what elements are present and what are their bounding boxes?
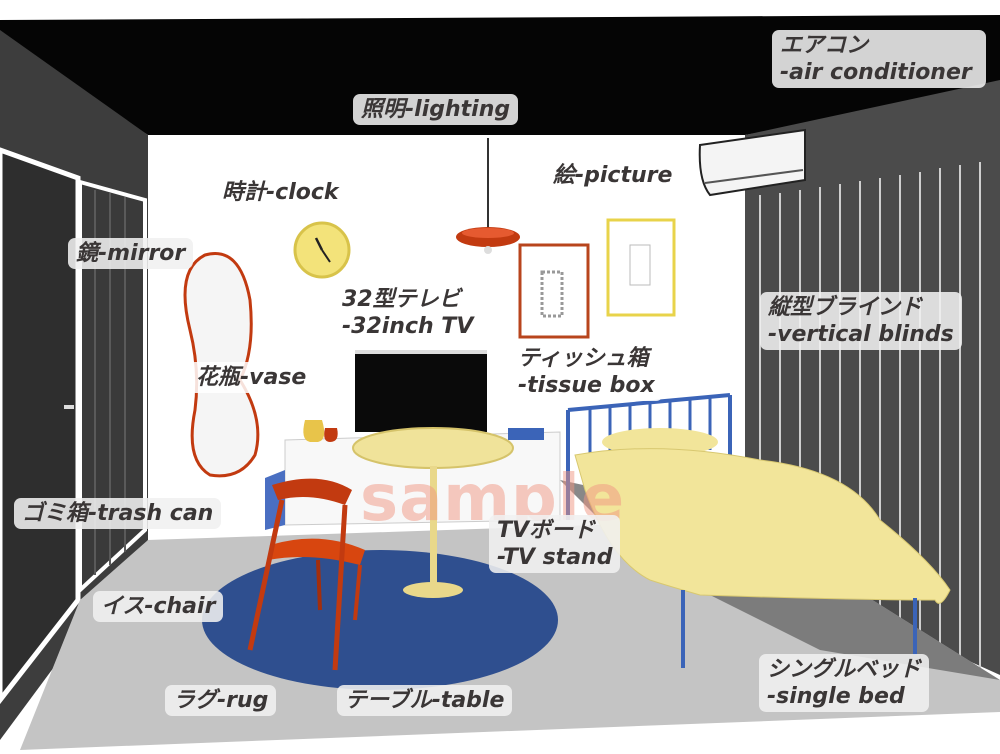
- table: [352, 427, 514, 598]
- label-trash-can: ゴミ箱-trash can: [14, 498, 222, 529]
- chair: [247, 478, 365, 671]
- door: [0, 147, 81, 705]
- label-tissue-box: ティッシュ箱 -tissue box: [510, 343, 663, 401]
- air-conditioner: [698, 128, 806, 197]
- pendant-light: [456, 138, 520, 254]
- label-tv: 32型テレビ -32inch TV: [334, 284, 482, 342]
- label-picture: 絵-picture: [545, 160, 681, 191]
- label-air-conditioner: エアコン -air conditioner: [772, 30, 986, 88]
- label-vase: 花瓶-vase: [188, 362, 315, 393]
- rug: [202, 550, 558, 690]
- label-rug: ラグ-rug: [165, 685, 277, 716]
- door-frame: [78, 179, 147, 595]
- label-tv-stand: TVボード -TV stand: [489, 515, 621, 573]
- ceiling: [0, 15, 1000, 135]
- label-vertical-blinds: 縦型ブラインド -vertical blinds: [760, 292, 962, 350]
- picture-right: [606, 218, 676, 317]
- bedding: [574, 448, 951, 604]
- label-chair: イス-chair: [93, 591, 224, 622]
- picture-left: [518, 243, 590, 339]
- label-clock: 時計-clock: [214, 177, 347, 208]
- clock: [293, 221, 351, 279]
- label-single-bed: シングルベッド -single bed: [759, 654, 930, 712]
- tissue-box: [508, 428, 544, 440]
- tv: [355, 350, 487, 442]
- single-bed: [566, 393, 951, 668]
- label-table: テーブル-table: [337, 685, 513, 716]
- vase: [303, 420, 338, 442]
- label-mirror: 鏡-mirror: [68, 238, 194, 269]
- label-lighting: 照明-lighting: [353, 94, 519, 125]
- door-handle: [64, 405, 74, 409]
